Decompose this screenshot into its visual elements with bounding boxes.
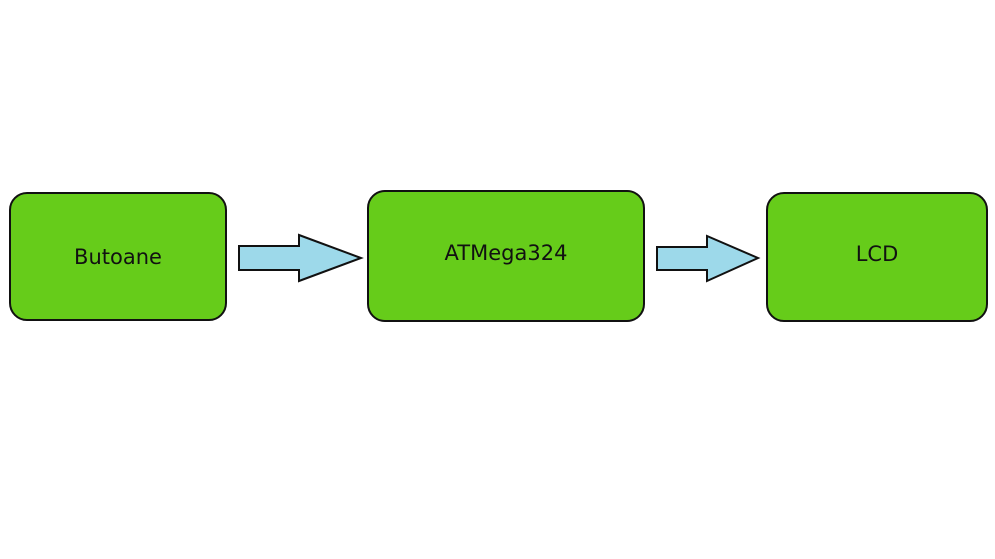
butoane-label: Butoane — [74, 244, 162, 269]
lcd-block: LCD — [766, 192, 988, 322]
arrow-shape — [238, 233, 364, 283]
lcd-label: LCD — [855, 242, 899, 266]
atmega324-block: ATMega324 — [367, 190, 645, 322]
right-arrow-icon — [238, 233, 364, 283]
butoane-block: Butoane — [9, 192, 227, 321]
atmega324-label: ATMega324 — [444, 241, 568, 265]
arrow-shape — [656, 234, 761, 283]
right-arrow-icon — [656, 234, 761, 283]
